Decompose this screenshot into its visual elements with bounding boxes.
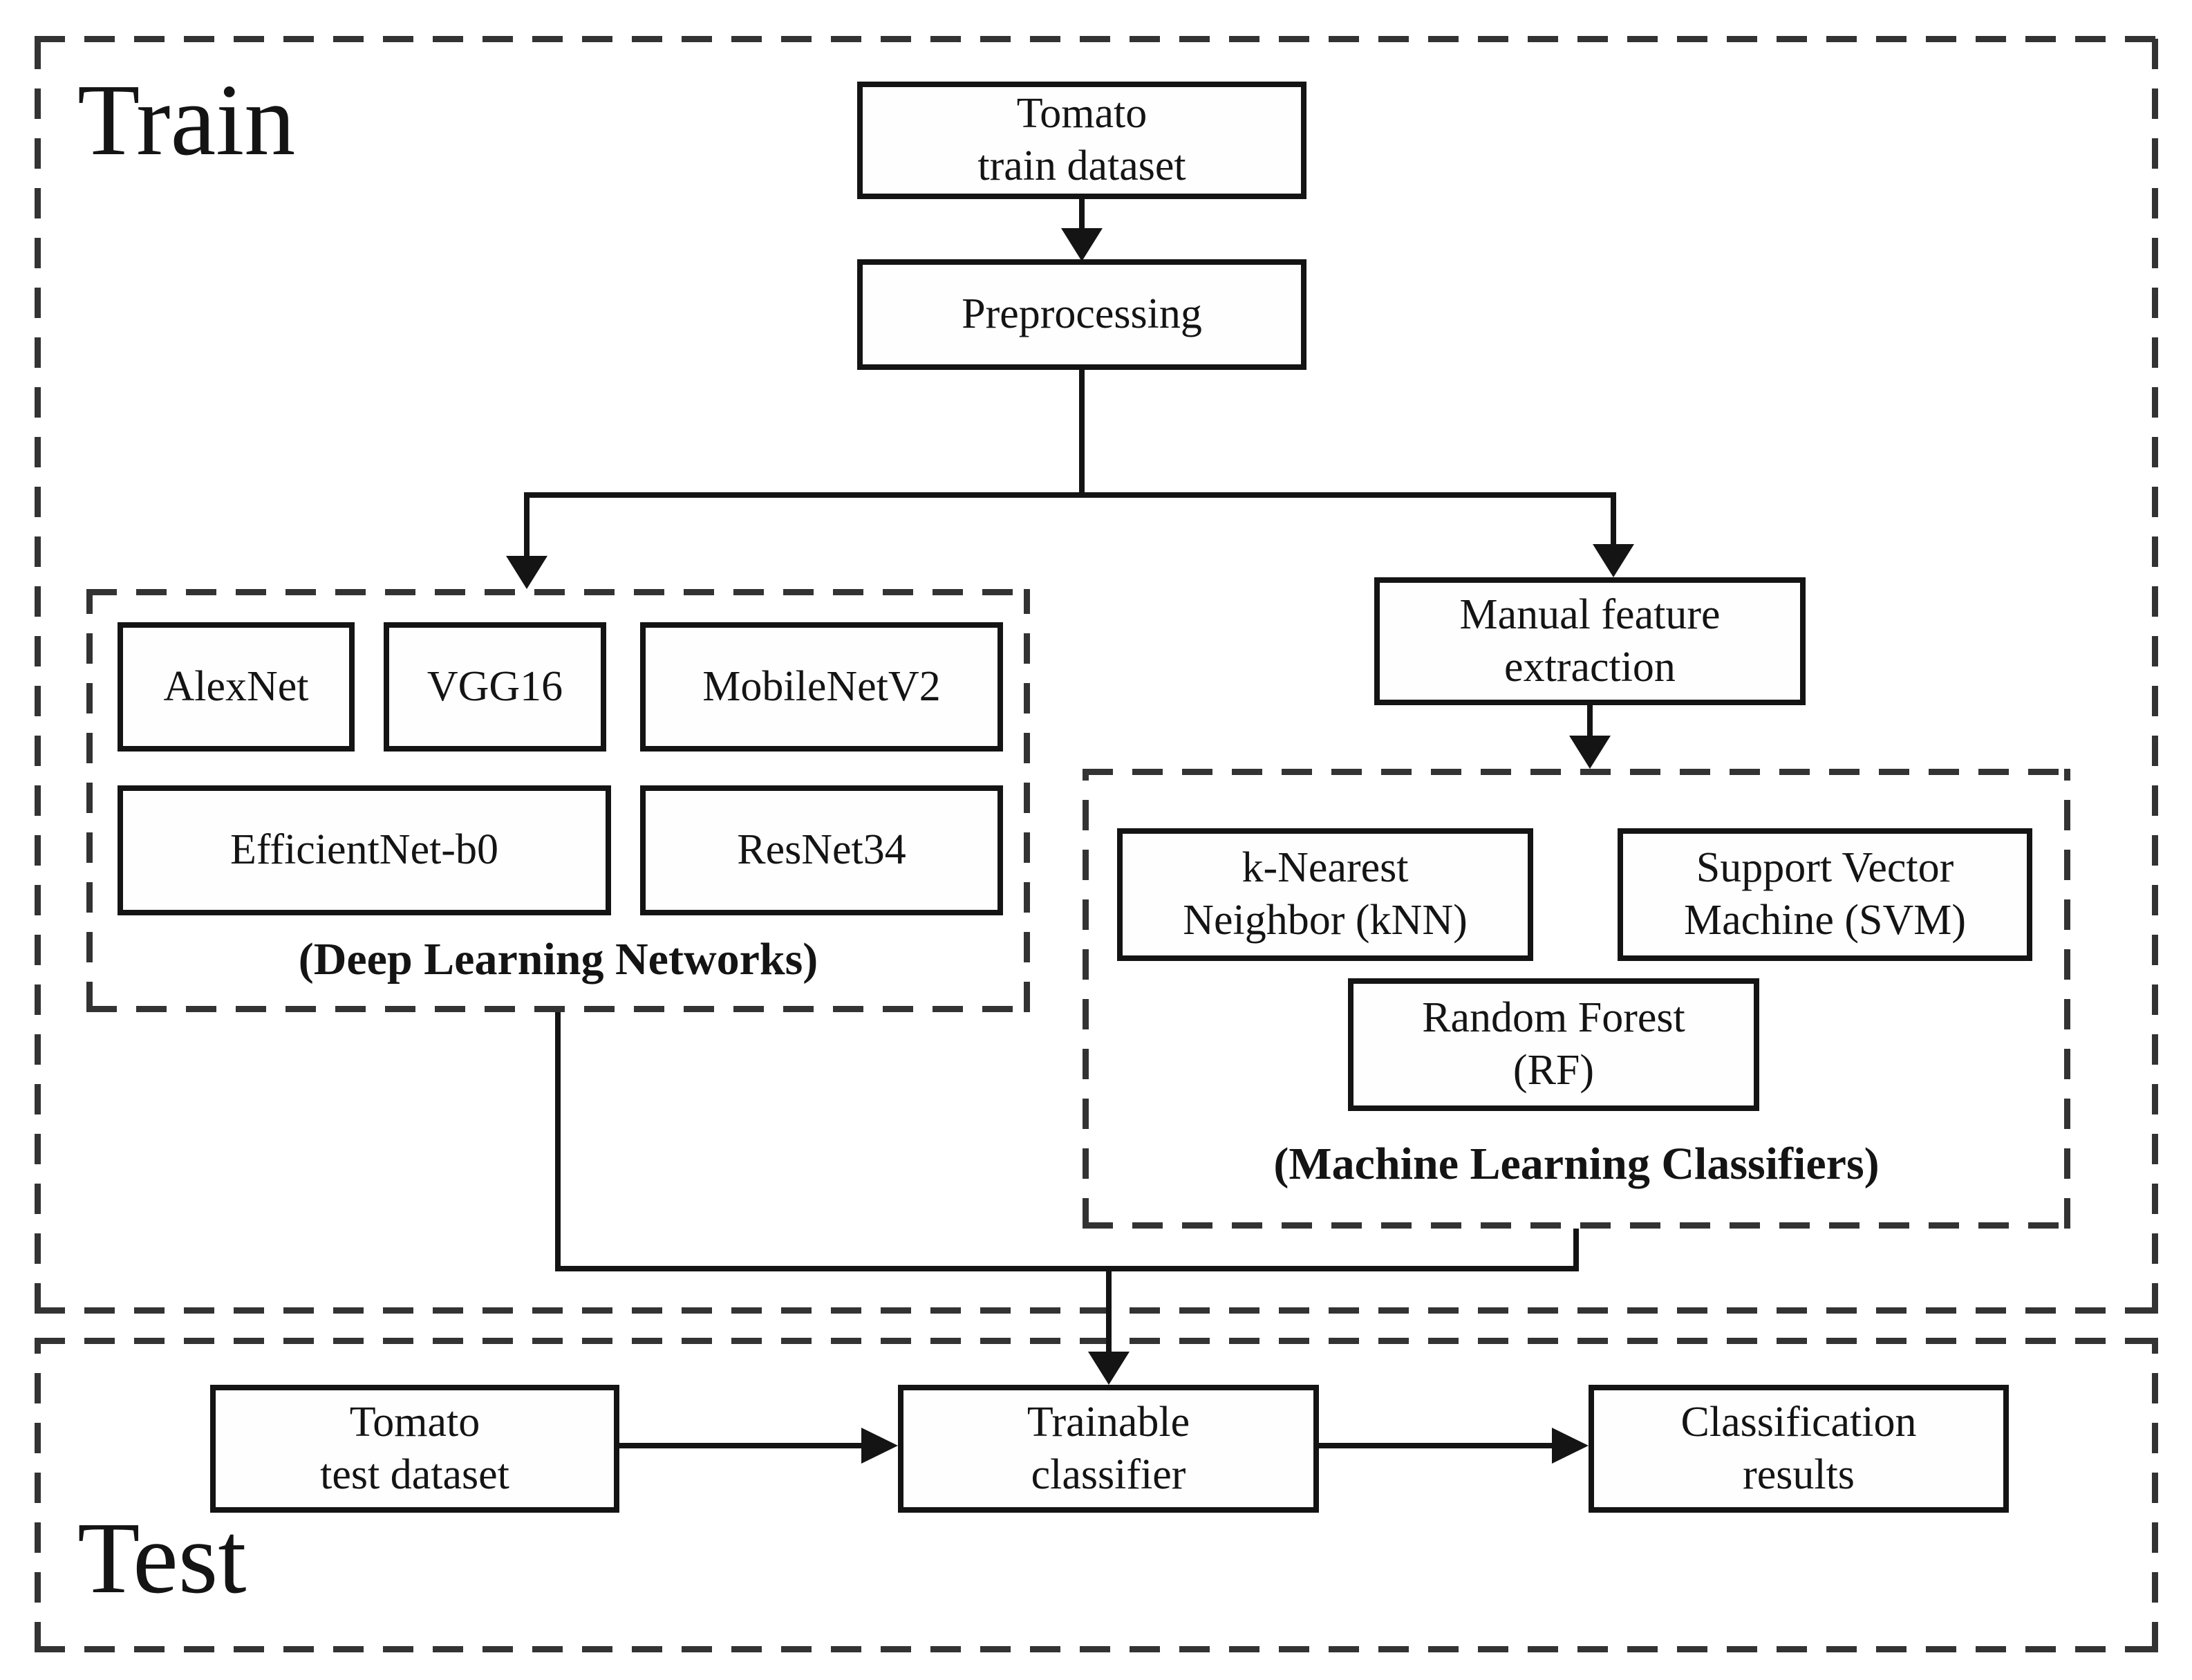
box-label: Random Forest [1422,994,1685,1042]
box-label: Support Vector [1696,844,1954,892]
vgg16-box: VGG16 [384,622,606,752]
arrow-test-to-classifier-shaft [619,1443,861,1448]
box-label: Machine (SVM) [1683,897,1967,944]
box-label: ResNet34 [737,826,906,874]
train-section-label: Train [77,64,296,177]
tomato-test-dataset-box: Tomato test dataset [210,1385,619,1513]
box-label: classifier [1031,1450,1186,1498]
box-label: extraction [1504,643,1676,691]
arrow-split-to-manual-head [1593,544,1634,577]
test-section-label: Test [77,1502,247,1615]
arrow-split-to-manual-shaft [1611,492,1616,546]
preprocessing-box: Preprocessing [857,259,1306,370]
split-stem-line [1079,370,1085,496]
box-label: (RF) [1512,1047,1595,1094]
resnet34-box: ResNet34 [640,785,1003,915]
efficientnet-b0-box: EfficientNet-b0 [118,785,611,915]
box-label: VGG16 [427,662,563,710]
box-label: Classification [1680,1398,1917,1446]
arrow-split-to-dl-shaft [524,492,530,558]
svm-box: Support Vector Machine (SVM) [1618,828,2032,961]
knn-box: k-Nearest Neighbor (kNN) [1117,828,1533,961]
classification-results-box: Classification results [1589,1385,2009,1513]
box-label: EfficientNet-b0 [230,826,498,874]
deep-learning-group-caption: (Deep Learning Networks) [298,934,818,984]
box-label: Tomato [1016,90,1147,138]
arrow-merge-to-classifier-shaft [1106,1266,1112,1354]
box-label: Manual feature [1459,590,1721,638]
box-label: Neighbor (kNN) [1183,897,1468,944]
merge-horizontal-line [555,1266,1579,1271]
box-label: Trainable [1027,1398,1190,1446]
arrow-manual-to-ml-shaft [1587,705,1593,738]
trainable-classifier-box: Trainable classifier [898,1385,1319,1513]
arrow-manual-to-ml-head [1569,736,1611,769]
tomato-train-dataset-box: Tomato train dataset [857,82,1306,199]
arrow-dataset-to-preprocessing-head [1061,228,1103,261]
random-forest-box: Random Forest (RF) [1348,978,1759,1111]
split-horizontal-line [527,492,1616,498]
arrow-split-to-dl-head [506,556,547,589]
arrow-classifier-to-results-head [1552,1428,1589,1464]
dl-bottom-connector [555,1012,561,1270]
alexnet-box: AlexNet [118,622,355,752]
box-label: test dataset [320,1450,509,1498]
arrow-merge-to-classifier-head [1088,1352,1130,1385]
box-label: results [1743,1450,1855,1498]
box-label: Preprocessing [962,290,1202,338]
arrow-dataset-to-preprocessing-shaft [1079,199,1085,234]
arrow-test-to-classifier-head [861,1428,898,1464]
mobilenetv2-box: MobileNetV2 [640,622,1003,752]
box-label: train dataset [977,142,1186,189]
manual-feature-extraction-box: Manual feature extraction [1374,577,1806,705]
box-label: AlexNet [163,662,309,710]
box-label: Tomato [349,1398,480,1446]
ml-bottom-connector [1573,1229,1579,1270]
machine-learning-group-caption: (Machine Learning Classifiers) [1273,1139,1880,1189]
arrow-classifier-to-results-shaft [1319,1443,1552,1448]
box-label: k-Nearest [1242,844,1409,892]
box-label: MobileNetV2 [702,662,941,710]
